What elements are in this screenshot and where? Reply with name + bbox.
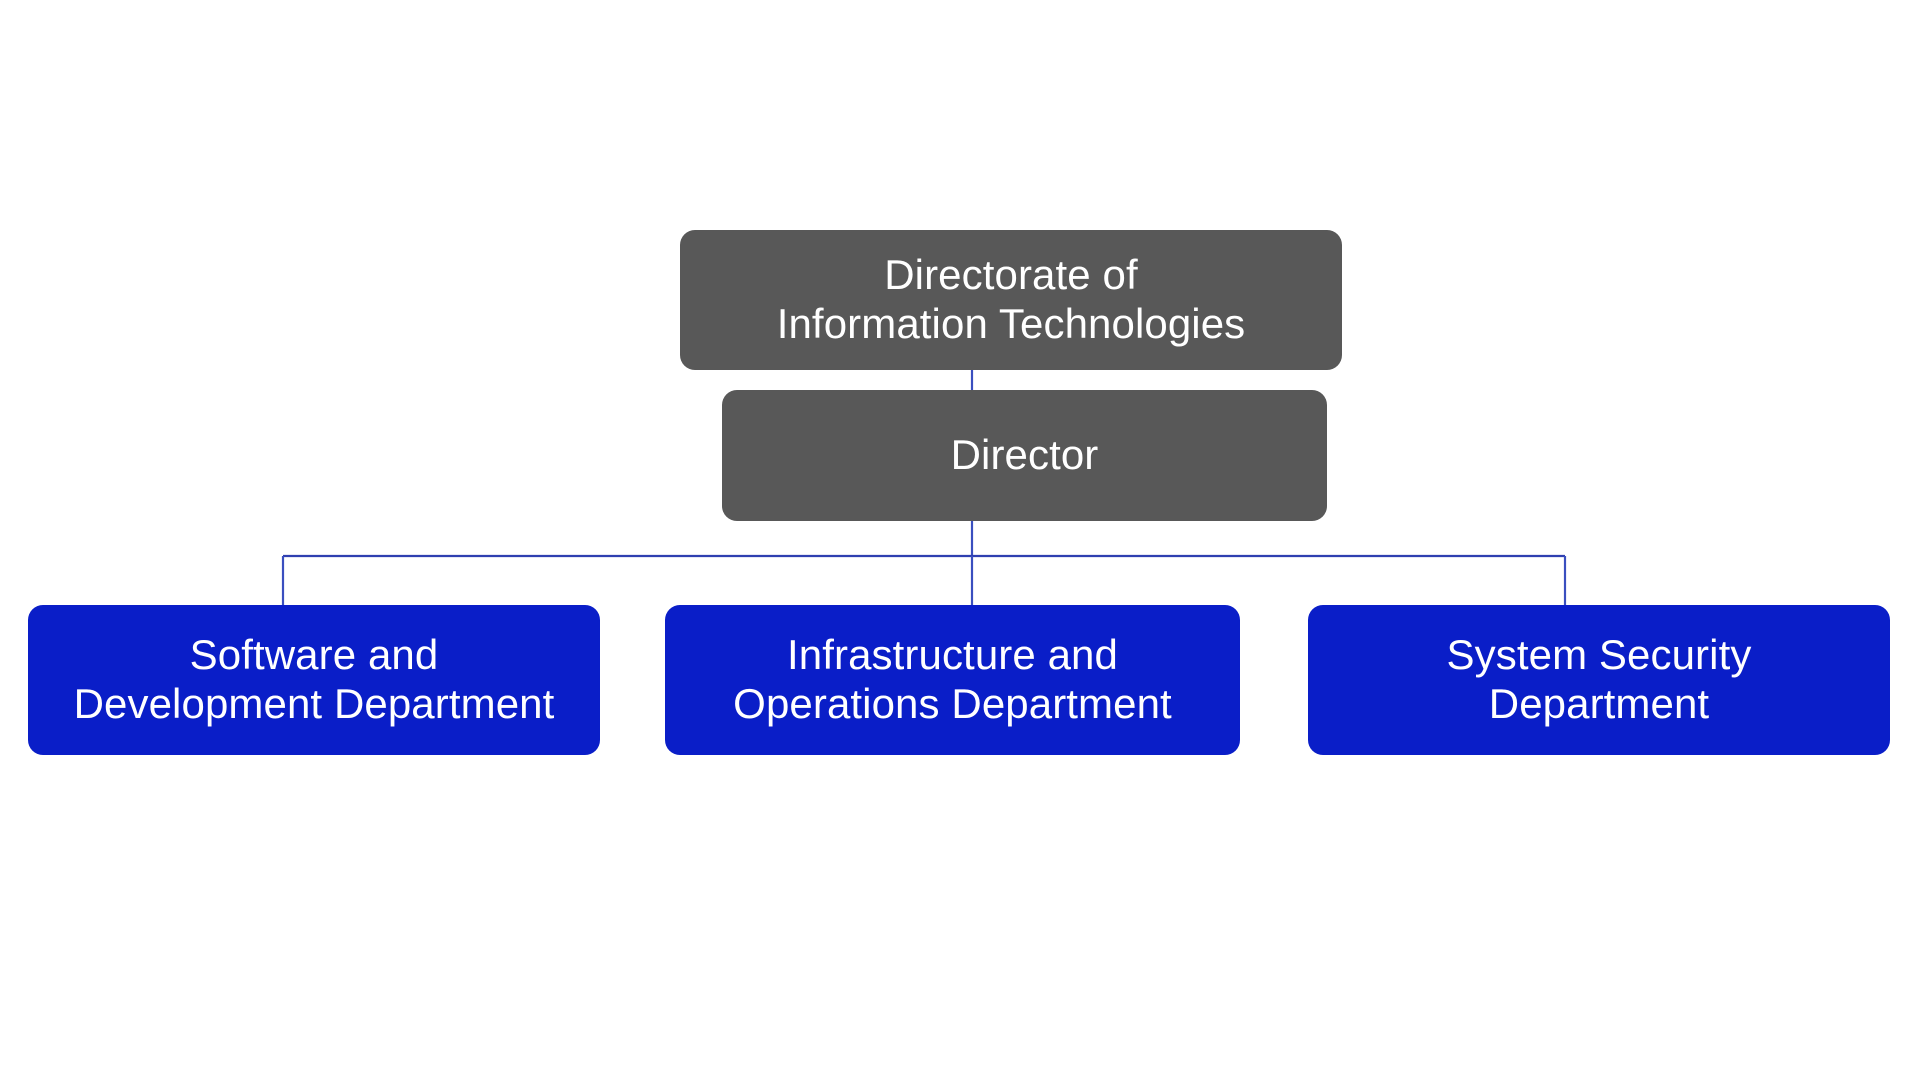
node-infrastructure-and-operations-department[interactable]: Infrastructure and Operations Department bbox=[665, 605, 1240, 755]
node-director-label: Director bbox=[950, 431, 1099, 479]
node-dept-1-label: Infrastructure and Operations Department bbox=[733, 631, 1172, 727]
node-dept-0-label: Software and Development Department bbox=[73, 631, 555, 727]
node-directorate-of-information-technologies[interactable]: Directorate of Information Technologies bbox=[680, 230, 1342, 370]
node-system-security-department[interactable]: System Security Department bbox=[1308, 605, 1890, 755]
node-root-label: Directorate of Information Technologies bbox=[776, 251, 1246, 347]
node-software-and-development-department[interactable]: Software and Development Department bbox=[28, 605, 600, 755]
node-dept-2-label: System Security Department bbox=[1446, 631, 1752, 727]
node-director[interactable]: Director bbox=[722, 390, 1327, 521]
